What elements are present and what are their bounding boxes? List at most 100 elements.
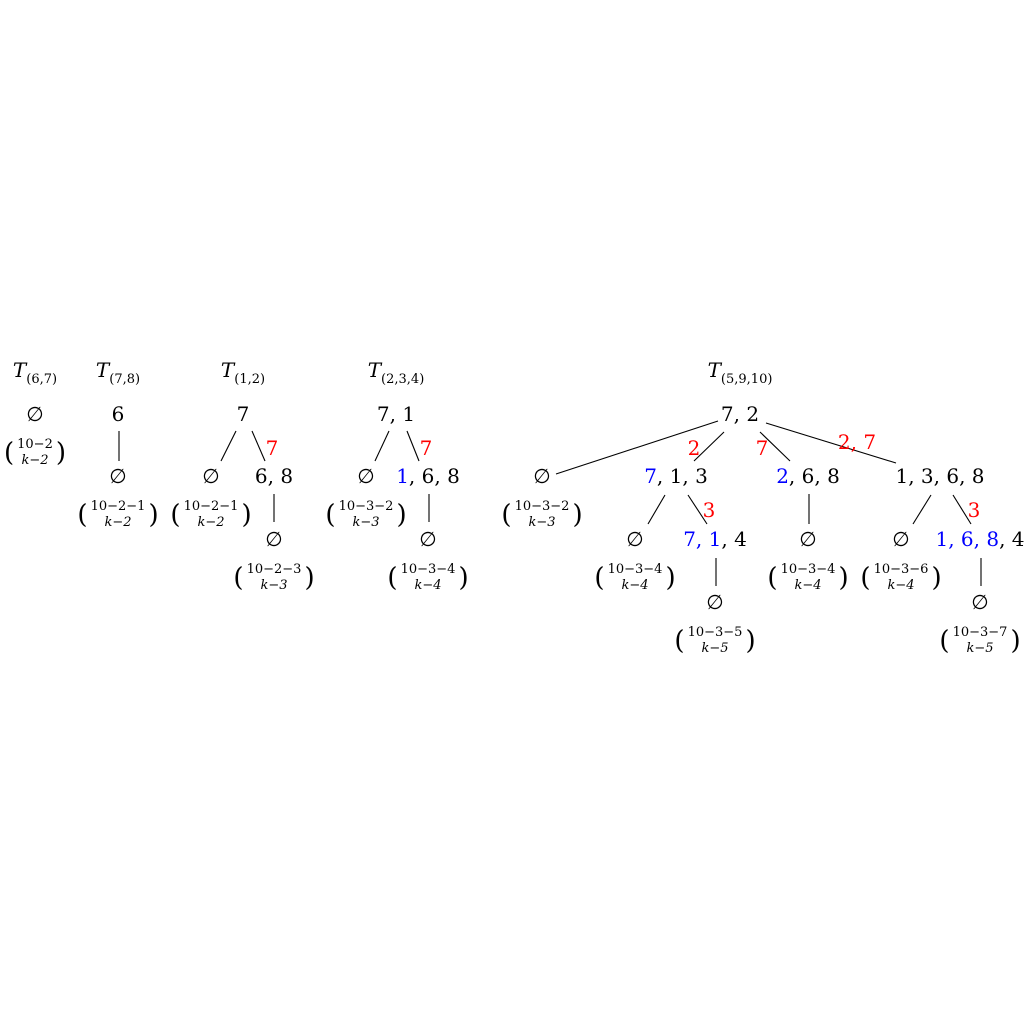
edge-label: 7	[266, 436, 279, 460]
tree-node: 1, 3, 6, 8	[895, 464, 984, 488]
binom-bottom: k−2	[197, 515, 224, 530]
binom-bottom: k−3	[352, 515, 379, 530]
binom-bottom: k−2	[21, 453, 48, 468]
tree-node: 7, 1, 4	[683, 527, 747, 551]
binomial-coefficient: 10−2k−2 ()	[4, 437, 66, 468]
tree-title: T(5,9,10)	[708, 358, 773, 387]
empty-set-node: ∅	[533, 464, 550, 488]
binom-bottom: k−5	[701, 641, 728, 656]
binom-left-paren: (	[77, 500, 87, 530]
binomial-coefficient: 10−3−4k−4 ()	[767, 562, 848, 593]
edge-label: 3	[968, 498, 981, 522]
tree-node: 6, 8	[255, 464, 293, 488]
binom-top: 10−2−1	[184, 499, 239, 514]
binomial-coefficient: 10−2−1k−2 ()	[77, 499, 158, 530]
empty-set-node: ∅	[892, 527, 909, 551]
binomial-coefficient: 10−3−4k−4 ()	[594, 562, 675, 593]
binom-right-paren: )	[241, 500, 251, 530]
binom-bottom: k−4	[414, 578, 441, 593]
binom-bottom: k−4	[887, 578, 914, 593]
binom-left-paren: (	[501, 500, 511, 530]
tree-edge	[765, 422, 897, 464]
tree-node: 6	[112, 402, 125, 426]
tree-edge	[693, 431, 725, 462]
binom-left-paren: (	[325, 500, 335, 530]
binom-bottom: k−2	[104, 515, 131, 530]
binom-left-paren: (	[233, 563, 243, 593]
binomial-coefficient: 10−2−3k−3 ()	[233, 562, 314, 593]
binom-right-paren: )	[1010, 626, 1020, 656]
binom-left-paren: (	[4, 438, 14, 468]
tree-edge	[220, 430, 237, 462]
binom-right-paren: )	[56, 438, 66, 468]
tree-node: 1, 6, 8, 4	[935, 527, 1024, 551]
tree-title: T(1,2)	[221, 358, 265, 387]
binomial-coefficient: 10−3−2k−3()	[501, 499, 582, 530]
binom-right-paren: )	[304, 563, 314, 593]
tree-edge	[374, 430, 390, 462]
tree-edge	[251, 430, 266, 462]
tree-title: T(2,3,4)	[368, 358, 425, 387]
empty-set-node: ∅	[265, 527, 282, 551]
empty-set-node: ∅	[26, 402, 43, 426]
binom-left-paren: (	[674, 626, 684, 656]
tree-node: 7, 1, 3	[644, 464, 708, 488]
binom-bottom: k−3	[260, 578, 287, 593]
tree-node: 7, 1	[377, 402, 415, 426]
tree-edge	[406, 430, 420, 462]
binomial-coefficient: 10−3−2k−3 ()	[325, 499, 406, 530]
binom-right-paren: )	[148, 500, 158, 530]
binomial-coefficient: 10−3−4k−4()	[387, 562, 468, 593]
tree-3: T(1,2)77∅10−2−1k−2()6, 8∅10−2−3k−3()	[170, 358, 314, 593]
tree-edge	[912, 494, 932, 525]
empty-set-node: ∅	[109, 464, 126, 488]
tree-node: 7, 2	[721, 402, 759, 426]
tree-edge	[952, 494, 972, 525]
binom-bottom: k−4	[794, 578, 821, 593]
binom-left-paren: (	[170, 500, 180, 530]
empty-set-node: ∅	[626, 527, 643, 551]
tree-title: T(7,8)	[96, 358, 140, 387]
binom-top: 10−2−1	[91, 499, 146, 514]
binom-top: 10−3−7	[953, 625, 1008, 640]
binom-bottom: k−5	[966, 641, 993, 656]
empty-set-node: ∅	[799, 527, 816, 551]
tree-1: T(6,7) ∅ 10−2k−2 ()	[4, 358, 66, 468]
empty-set-node: ∅	[971, 590, 988, 614]
binom-right-paren: )	[665, 563, 675, 593]
binom-left-paren: (	[767, 563, 777, 593]
tree-node: 1, 6, 8	[396, 464, 460, 488]
tree-2: T(7,8) 6 ∅ 10−2−1k−2 ()	[77, 358, 158, 530]
binom-top: 10−2	[17, 437, 53, 452]
binom-right-paren: )	[838, 563, 848, 593]
binomial-coefficient: 10−3−7k−5 ()	[939, 625, 1020, 656]
binom-right-paren: )	[396, 500, 406, 530]
binom-top: 10−3−2	[515, 499, 570, 514]
binom-top: 10−3−5	[688, 625, 743, 640]
binom-top: 10−3−4	[608, 562, 663, 577]
tree-4: T(2,3,4) 77, 1 ∅ 10−3−2k−3 () 1, 6, 8 ∅ 10−3−4k…	[325, 358, 468, 593]
tree-edge	[759, 431, 791, 462]
binom-top: 10−3−6	[874, 562, 929, 577]
binom-right-paren: )	[745, 626, 755, 656]
tree-edge	[647, 494, 666, 525]
edge-label: 7	[420, 436, 433, 460]
binom-right-paren: )	[931, 563, 941, 593]
binom-left-paren: (	[594, 563, 604, 593]
binom-left-paren: (	[860, 563, 870, 593]
binom-top: 10−2−3	[247, 562, 302, 577]
binom-top: 10−3−4	[781, 562, 836, 577]
empty-set-node: ∅	[706, 590, 723, 614]
binom-right-paren: )	[458, 563, 468, 593]
edge-label: 2	[688, 436, 701, 460]
tree-edge	[555, 420, 719, 475]
empty-set-node: ∅	[419, 527, 436, 551]
binom-bottom: k−4	[621, 578, 648, 593]
empty-set-node: ∅	[357, 464, 374, 488]
edge-label: 2, 7	[838, 430, 876, 454]
tree-title: T(6,7)	[13, 358, 57, 387]
binom-left-paren: (	[939, 626, 949, 656]
binom-top: 10−3−2	[339, 499, 394, 514]
